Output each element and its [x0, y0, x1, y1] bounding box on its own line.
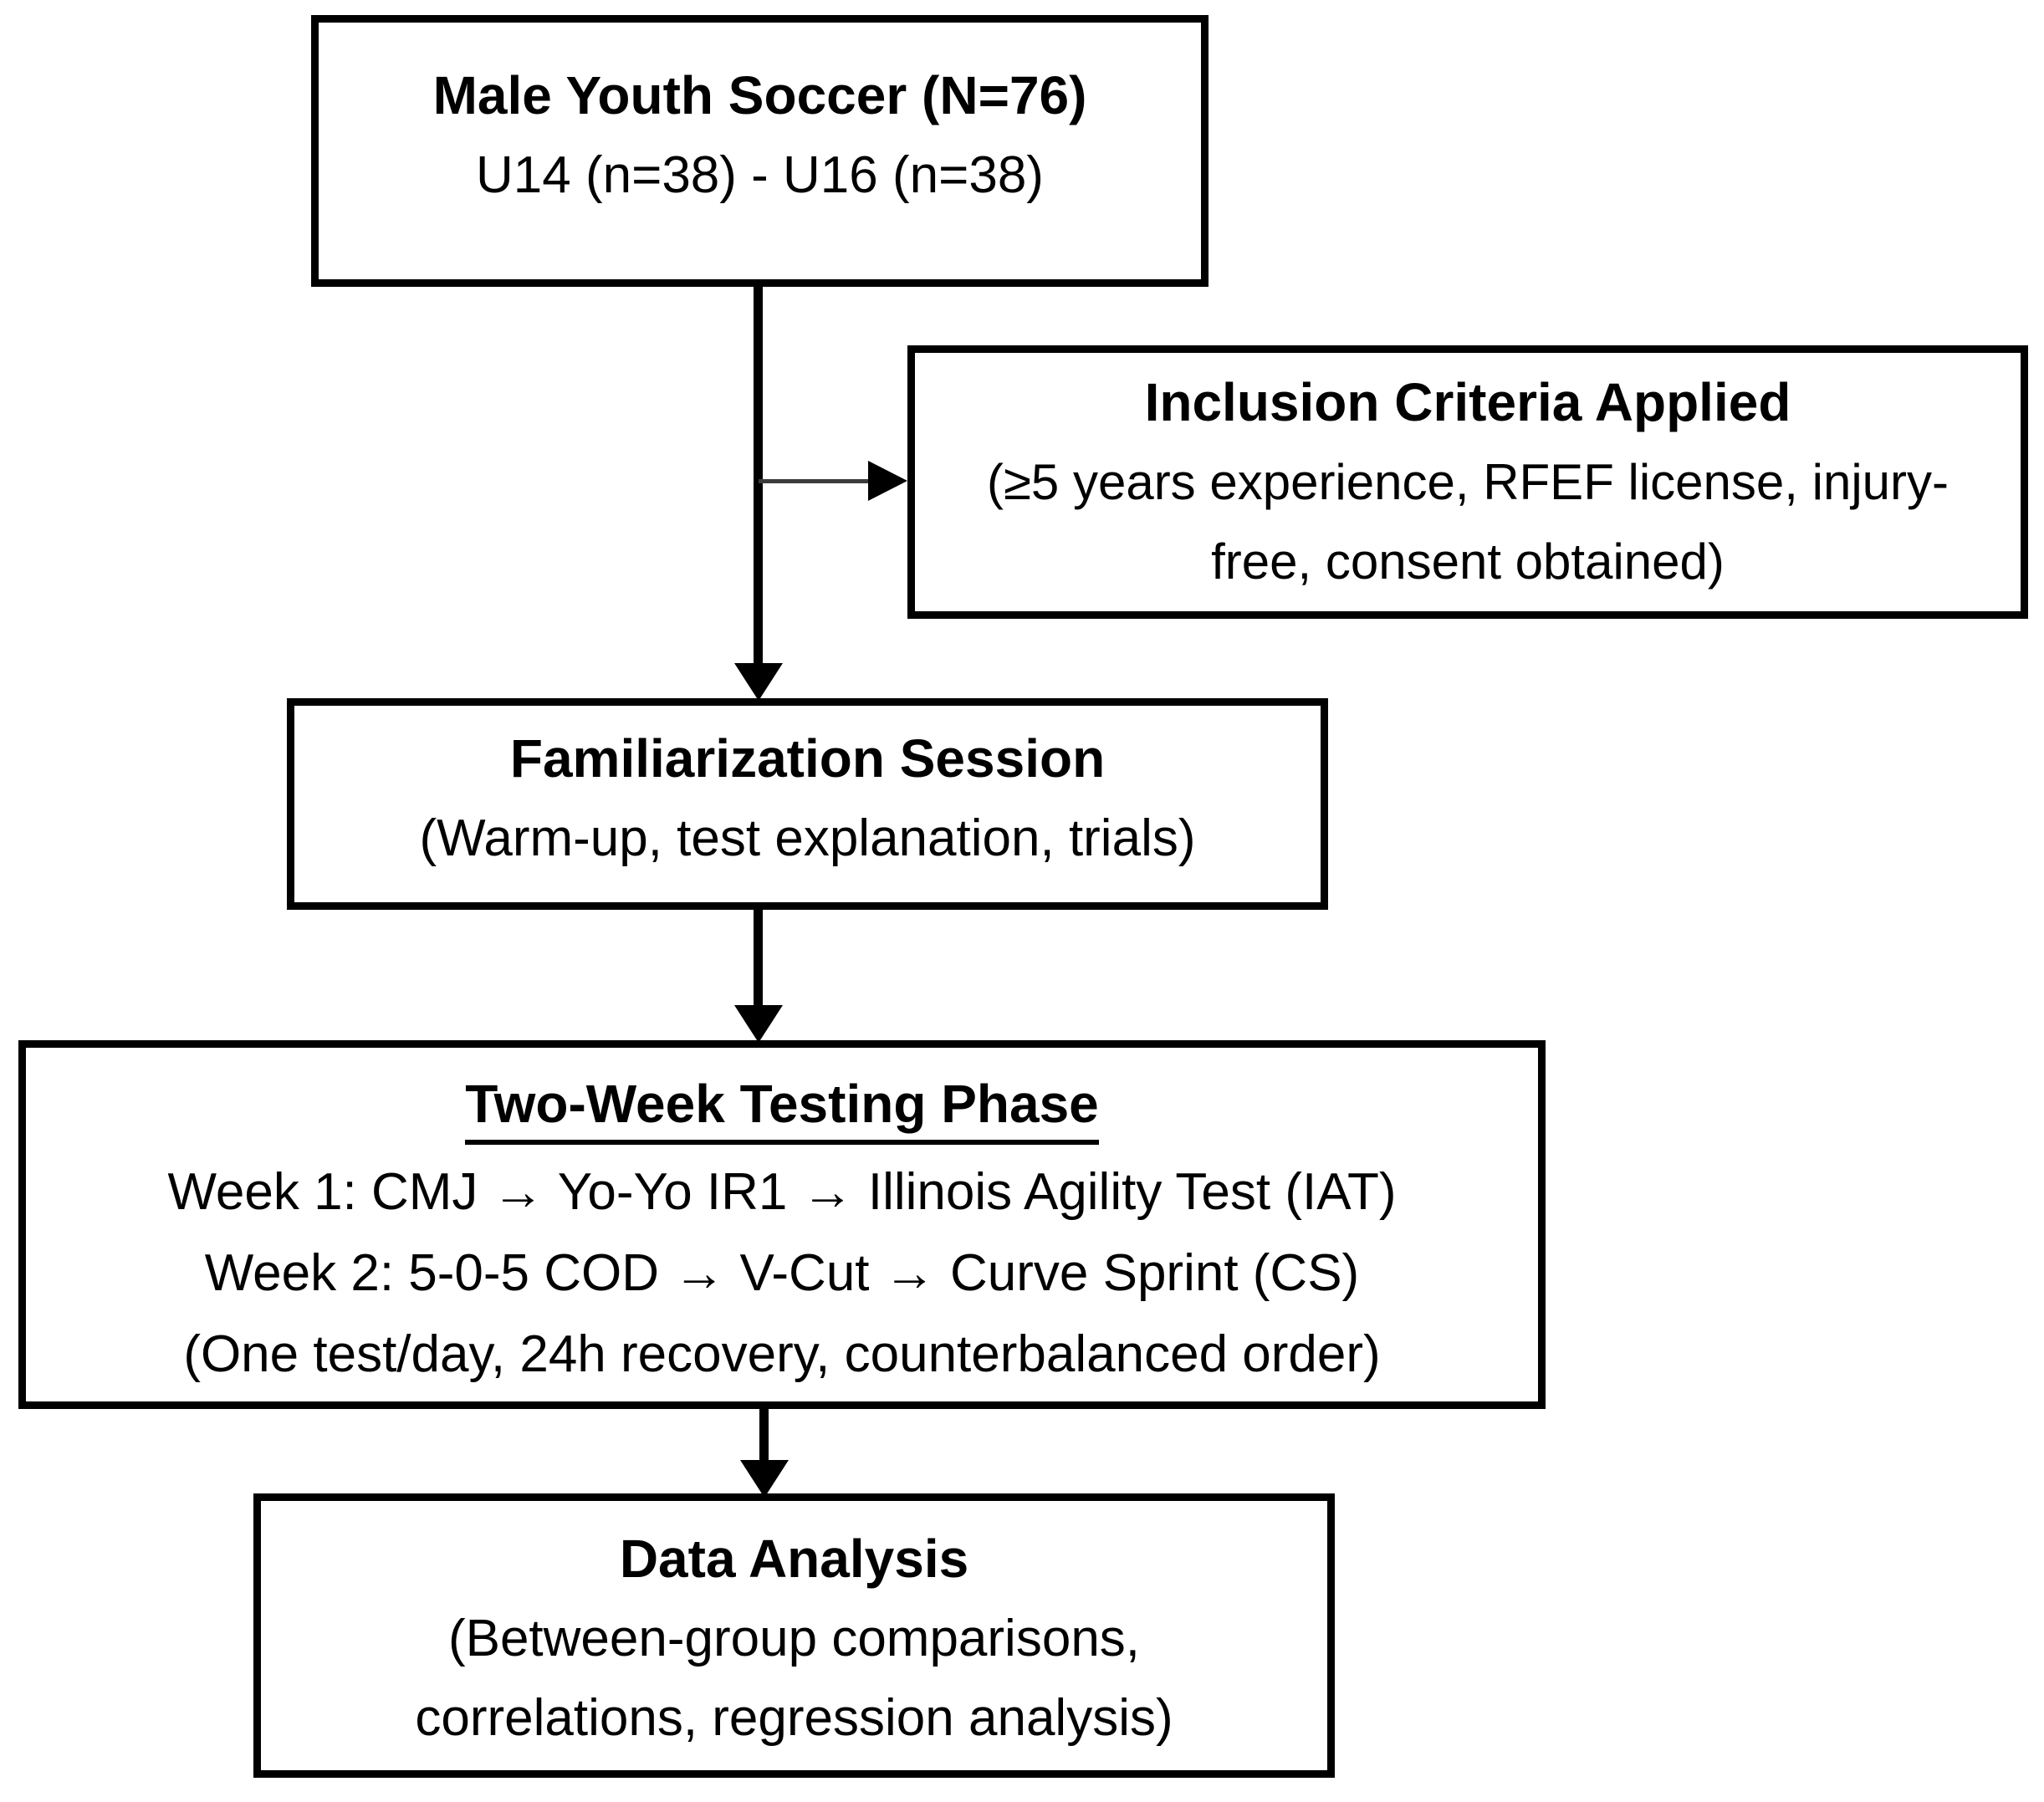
analysis-line-2: correlations, regression analysis) — [415, 1689, 1173, 1747]
testing-title-underline: Two-Week Testing Phase — [465, 1071, 1099, 1145]
arrow-branch-to-inclusion-shaft — [759, 479, 871, 483]
testing-title: Two-Week Testing Phase — [465, 1061, 1099, 1151]
arrow-familiarization-to-testing-head — [734, 1005, 783, 1043]
testing-phase-box: Two-Week Testing Phase Week 1: CMJ → Yo-… — [18, 1040, 1546, 1409]
testing-week2: Week 2: 5-0-5 COD → V-Cut → Curve Sprint… — [204, 1244, 1360, 1302]
inclusion-line-1: (≥5 years experience, RFEF license, inju… — [987, 454, 1949, 510]
inclusion-title: Inclusion Criteria Applied — [1144, 372, 1791, 432]
familiarization-box: Familiarization Session (Warm-up, test e… — [287, 698, 1328, 910]
participants-subtitle: U14 (n=38) - U16 (n=38) — [476, 146, 1044, 204]
arrow-branch-to-inclusion-head — [868, 461, 907, 501]
inclusion-criteria-box: Inclusion Criteria Applied (≥5 years exp… — [907, 345, 2028, 619]
arrow-testing-to-analysis-head — [740, 1460, 789, 1498]
familiarization-title: Familiarization Session — [509, 728, 1106, 789]
data-analysis-box: Data Analysis (Between-group comparisons… — [253, 1493, 1335, 1778]
participants-box: Male Youth Soccer (N=76) U14 (n=38) - U1… — [311, 15, 1209, 287]
analysis-title: Data Analysis — [619, 1529, 969, 1589]
testing-note: (One test/day, 24h recovery, counterbala… — [183, 1325, 1381, 1383]
inclusion-line-2: free, consent obtained) — [1211, 533, 1725, 590]
arrow-familiarization-to-testing-shaft — [754, 910, 763, 1007]
participants-title: Male Youth Soccer (N=76) — [432, 65, 1087, 125]
arrow-participants-to-familiarization-shaft — [754, 287, 763, 665]
testing-week1: Week 1: CMJ → Yo-Yo IR1 → Illinois Agili… — [167, 1163, 1397, 1221]
arrow-participants-to-familiarization-head — [734, 663, 783, 701]
analysis-line-1: (Between-group comparisons, — [447, 1610, 1141, 1667]
arrow-testing-to-analysis-shaft — [759, 1409, 769, 1462]
familiarization-subtitle: (Warm-up, test explanation, trials) — [419, 809, 1196, 867]
